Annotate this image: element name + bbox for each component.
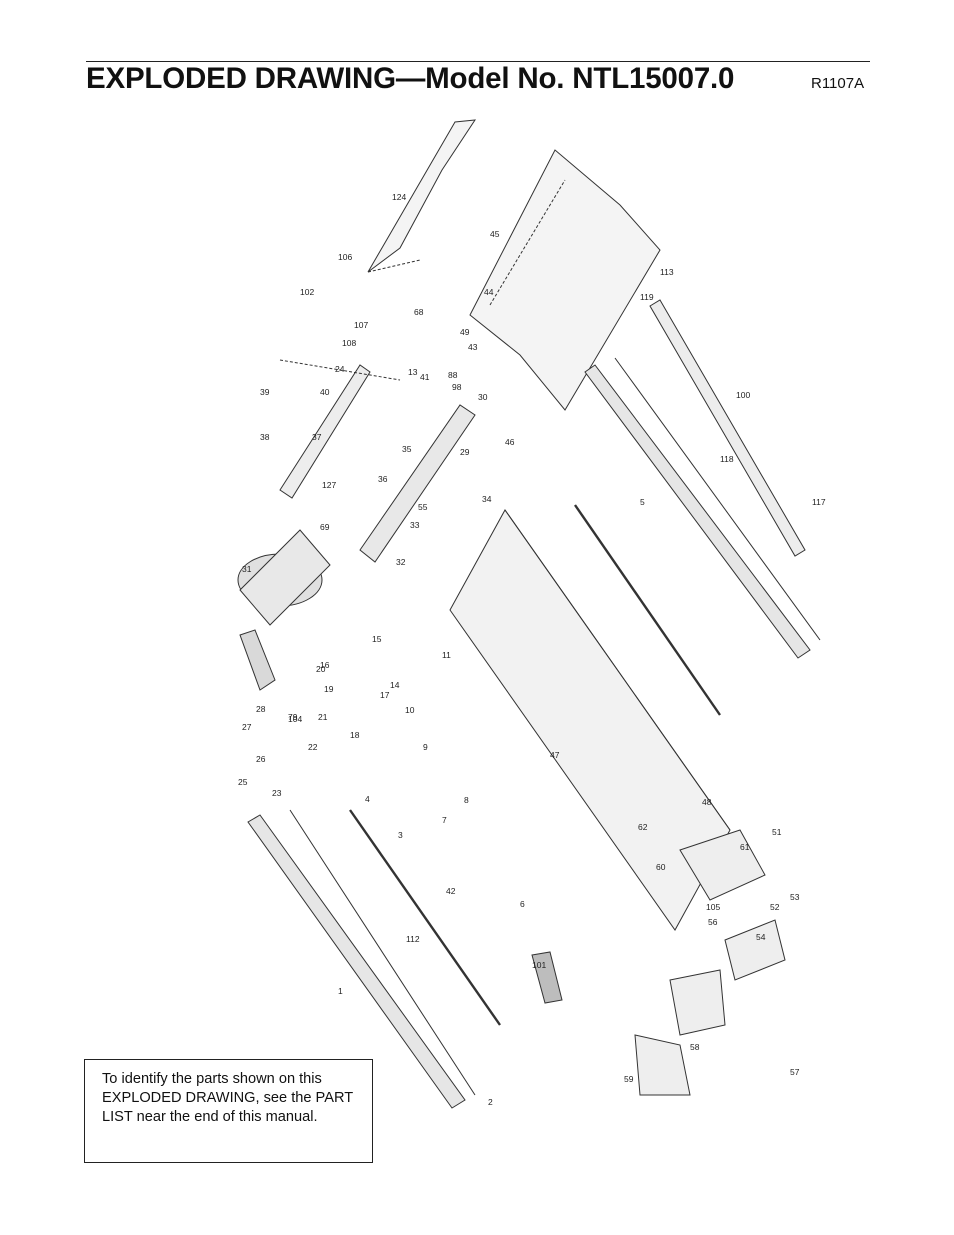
part-label: 48	[702, 797, 712, 807]
part-label: 35	[402, 444, 412, 454]
part-label: 34	[482, 494, 492, 504]
part-label: 43	[468, 342, 478, 352]
part-label: 32	[396, 557, 406, 567]
page-title: EXPLODED DRAWING—Model No. NTL15007.0	[86, 62, 735, 95]
part-label: 26	[256, 754, 266, 764]
part-label: 2	[488, 1097, 493, 1107]
part-label: 119	[640, 292, 654, 302]
part-label: 27	[242, 722, 252, 732]
part-label: 46	[505, 437, 515, 447]
part-label: 107	[354, 320, 368, 330]
part-label: 104	[288, 714, 302, 724]
part-label: 4	[365, 794, 370, 804]
part-label: 13	[408, 367, 418, 377]
part-label: 18	[350, 730, 360, 740]
part-label: 16	[320, 660, 330, 670]
part-label: 7	[442, 815, 447, 825]
part-label: 102	[300, 287, 314, 297]
part-label: 8	[464, 795, 469, 805]
part-number-labels: 1 2 3 4 5 6 7 8 9 10 11 13 14 15 16 17 1…	[238, 192, 826, 1107]
part-label: 56	[708, 917, 718, 927]
part-label: 23	[272, 788, 282, 798]
drawing-reference: R1107A	[811, 75, 865, 92]
part-label: 21	[318, 712, 328, 722]
part-label: 39	[260, 387, 270, 397]
part-label: 55	[418, 502, 428, 512]
header-rule	[86, 61, 870, 62]
part-label: 57	[790, 1067, 800, 1077]
part-label: 36	[378, 474, 388, 484]
part-label: 51	[772, 827, 782, 837]
part-label: 19	[324, 684, 334, 694]
part-label: 38	[260, 432, 270, 442]
parts-reference-note: To identify the parts shown on this EXPL…	[84, 1059, 373, 1163]
part-label: 62	[638, 822, 648, 832]
part-label: 6	[520, 899, 525, 909]
part-label: 54	[756, 932, 766, 942]
part-label: 124	[392, 192, 406, 202]
part-label: 14	[390, 680, 400, 690]
part-label: 29	[460, 447, 470, 457]
part-label: 41	[420, 372, 430, 382]
part-label: 79	[288, 712, 298, 722]
part-label: 52	[770, 902, 780, 912]
part-label: 11	[442, 650, 451, 660]
part-label: 49	[460, 327, 470, 337]
part-label: 5	[640, 497, 645, 507]
part-label: 33	[410, 520, 420, 530]
part-label: 44	[484, 287, 494, 297]
part-label: 28	[256, 704, 266, 714]
part-label: 42	[446, 886, 456, 896]
part-label: 101	[532, 960, 546, 970]
part-label: 118	[720, 454, 734, 464]
part-label: 10	[405, 705, 415, 715]
exploded-drawing: 1 2 3 4 5 6 7 8 9 10 11 13 14 15 16 17 1…	[237, 119, 826, 1109]
part-label: 1	[338, 986, 343, 996]
part-label: 112	[406, 934, 420, 944]
part-label: 60	[656, 862, 666, 872]
part-label: 117	[812, 497, 826, 507]
part-label: 100	[736, 390, 750, 400]
part-label: 20	[316, 664, 326, 674]
part-label: 45	[490, 229, 500, 239]
part-label: 127	[322, 480, 336, 490]
part-label: 106	[338, 252, 352, 262]
part-label: 24	[335, 364, 345, 374]
part-label: 15	[372, 634, 382, 644]
part-label: 37	[312, 432, 322, 442]
part-label: 58	[690, 1042, 700, 1052]
part-label: 31	[242, 564, 252, 574]
part-label: 98	[452, 382, 462, 392]
part-label: 25	[238, 777, 248, 787]
part-label: 30	[478, 392, 488, 402]
part-label: 69	[320, 522, 330, 532]
part-label: 59	[624, 1074, 634, 1084]
part-label: 88	[448, 370, 458, 380]
part-label: 68	[414, 307, 424, 317]
part-label: 47	[550, 750, 560, 760]
part-label: 3	[398, 830, 403, 840]
part-label: 108	[342, 338, 356, 348]
part-label: 61	[740, 842, 750, 852]
part-label: 113	[660, 267, 674, 277]
part-label: 105	[706, 902, 720, 912]
part-label: 9	[423, 742, 428, 752]
part-label: 17	[380, 690, 390, 700]
part-label: 40	[320, 387, 330, 397]
part-label: 22	[308, 742, 318, 752]
part-label: 53	[790, 892, 800, 902]
